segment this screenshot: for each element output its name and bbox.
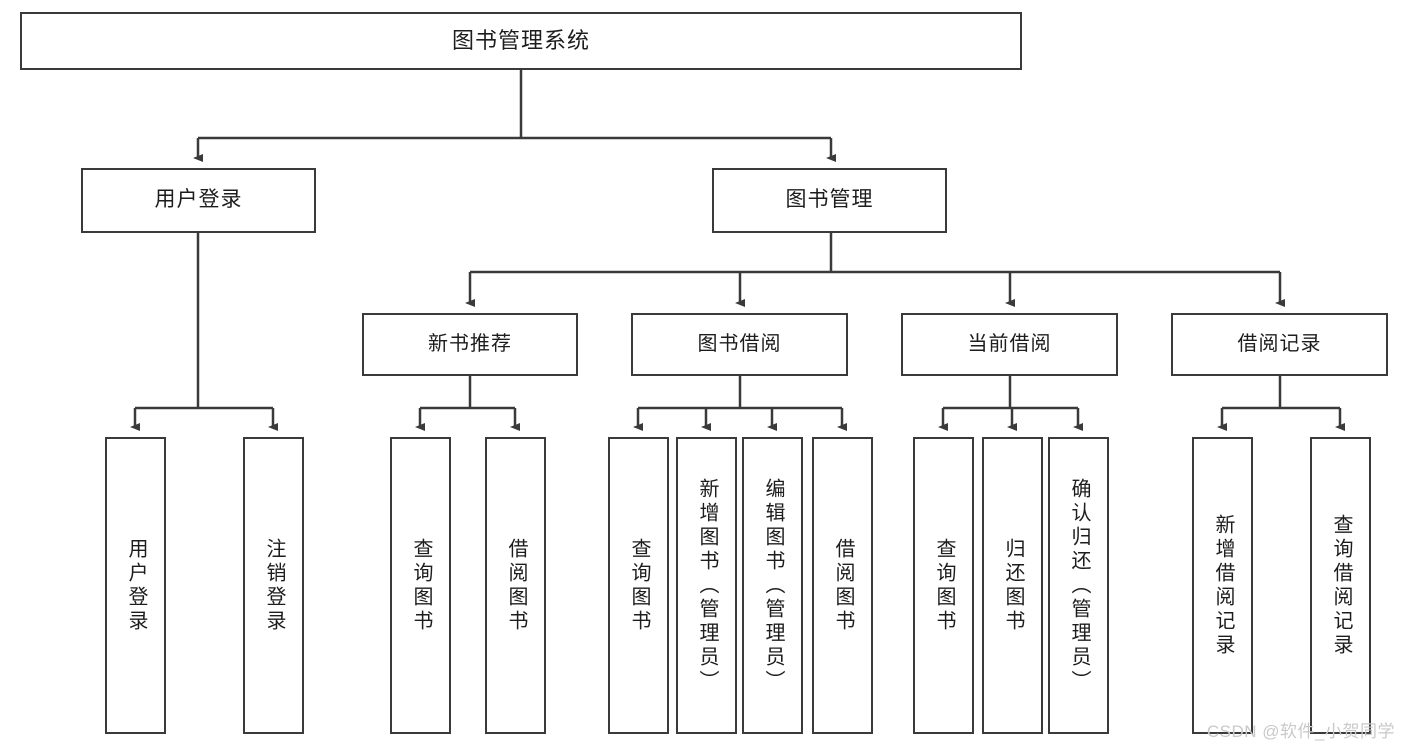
node-book-borrow[interactable]: 图书借阅 [631,313,848,376]
node-leaf-query-book-2[interactable]: 查询图书 [608,437,669,734]
node-label: 查询图书 [410,537,432,634]
node-new-book-recommend[interactable]: 新书推荐 [362,313,578,376]
node-leaf-query-book-3[interactable]: 查询图书 [913,437,974,734]
node-label: 注销登录 [263,537,285,634]
node-leaf-logout-login[interactable]: 注销登录 [243,437,304,734]
node-label: 查询图书 [628,537,650,634]
csdn-watermark: CSDN @软件_小贺同学 [1206,722,1395,741]
node-label: 借阅记录 [1237,333,1322,355]
node-label: 图书管理 [785,188,874,212]
node-user-login[interactable]: 用户登录 [81,168,316,233]
node-leaf-borrow-book-2[interactable]: 借阅图书 [812,437,873,734]
node-label: 借阅图书 [505,537,527,634]
node-label: 新书推荐 [428,333,512,355]
node-label: 归还图书 [1002,537,1024,634]
node-leaf-user-login[interactable]: 用户登录 [105,437,166,734]
node-leaf-return-book[interactable]: 归还图书 [982,437,1043,734]
node-leaf-query-record[interactable]: 查询借阅记录 [1310,437,1371,734]
node-leaf-confirm-return[interactable]: 确认归还（管理员） [1048,437,1109,734]
node-label: 新增借阅记录 [1212,513,1234,658]
node-book-manage[interactable]: 图书管理 [712,168,947,233]
node-label: 确认归还（管理员） [1068,477,1090,694]
node-label: 查询借阅记录 [1330,513,1352,658]
node-leaf-add-book[interactable]: 新增图书（管理员） [676,437,737,734]
node-label: 图书管理系统 [451,28,590,54]
node-leaf-borrow-book-1[interactable]: 借阅图书 [485,437,546,734]
node-leaf-query-book-1[interactable]: 查询图书 [390,437,451,734]
node-leaf-add-record[interactable]: 新增借阅记录 [1192,437,1253,734]
node-label: 用户登录 [154,188,243,212]
node-label: 查询图书 [933,537,955,634]
node-label: 编辑图书（管理员） [762,477,784,694]
node-label: 新增图书（管理员） [696,477,718,694]
node-label: 图书借阅 [697,333,782,355]
node-root-system[interactable]: 图书管理系统 [20,12,1022,70]
node-label: 当前借阅 [967,333,1052,355]
node-label: 用户登录 [125,537,147,634]
node-current-borrow[interactable]: 当前借阅 [901,313,1118,376]
node-label: 借阅图书 [832,537,854,634]
node-leaf-edit-book[interactable]: 编辑图书（管理员） [742,437,803,734]
node-borrow-record[interactable]: 借阅记录 [1171,313,1388,376]
